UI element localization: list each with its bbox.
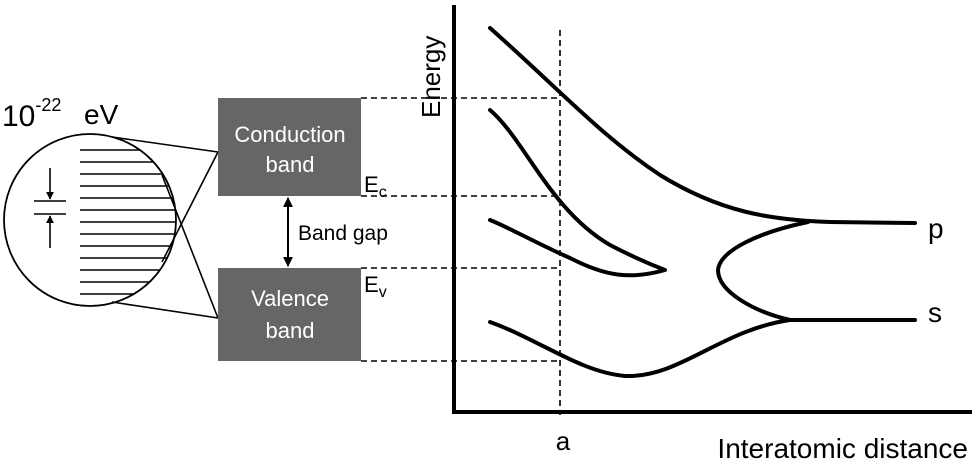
conduction-band-label-line2: band (266, 152, 315, 177)
scale-prefix: 10 (2, 100, 35, 133)
ec-main: E (364, 172, 379, 197)
ec-sub: c (379, 184, 387, 201)
valence-band-box (218, 268, 361, 361)
valence-band-label-line2: band (266, 318, 315, 343)
scale-exponent: -22 (35, 95, 61, 115)
conduction-band-label-line1: Conduction (234, 122, 345, 147)
band-gap-label: Band gap (298, 222, 388, 245)
scale-label: 10-22 (2, 95, 61, 133)
p-band-upper-curve (488, 26, 917, 225)
spacing-indicator (34, 168, 66, 248)
guide-lines (361, 30, 561, 415)
energy-level-lines (80, 149, 176, 295)
ev-sub: v (379, 284, 387, 301)
zoom-line-cross-2 (161, 151, 219, 263)
zoom-line-lower (111, 301, 219, 319)
energy-level-magnifier: 10-22 eV (2, 95, 219, 319)
ec-label: Ec (364, 172, 387, 201)
energy-plot: Energy Interatomic distance a p s (416, 5, 972, 464)
p-label: p (928, 213, 944, 244)
zoom-line-cross-1 (161, 174, 219, 319)
ev-label: Ev (364, 272, 387, 301)
band-boxes: Conduction band Valence band Band gap Ec… (218, 98, 388, 361)
s-label: s (928, 297, 942, 328)
conduction-band-box (218, 98, 361, 196)
x-axis-label: Interatomic distance (717, 433, 968, 464)
a-label: a (556, 426, 571, 456)
ev-main: E (364, 272, 379, 297)
s-band-upper-curve (716, 220, 917, 322)
scale-unit: eV (84, 99, 119, 130)
zoom-line-upper (111, 136, 219, 153)
y-axis-label: Energy (416, 36, 446, 118)
p-band-lower-curve (488, 108, 667, 278)
magnifier-circle (3, 133, 177, 307)
s-band-lower-curve (488, 318, 792, 379)
valence-band-label-line1: Valence (251, 286, 329, 311)
